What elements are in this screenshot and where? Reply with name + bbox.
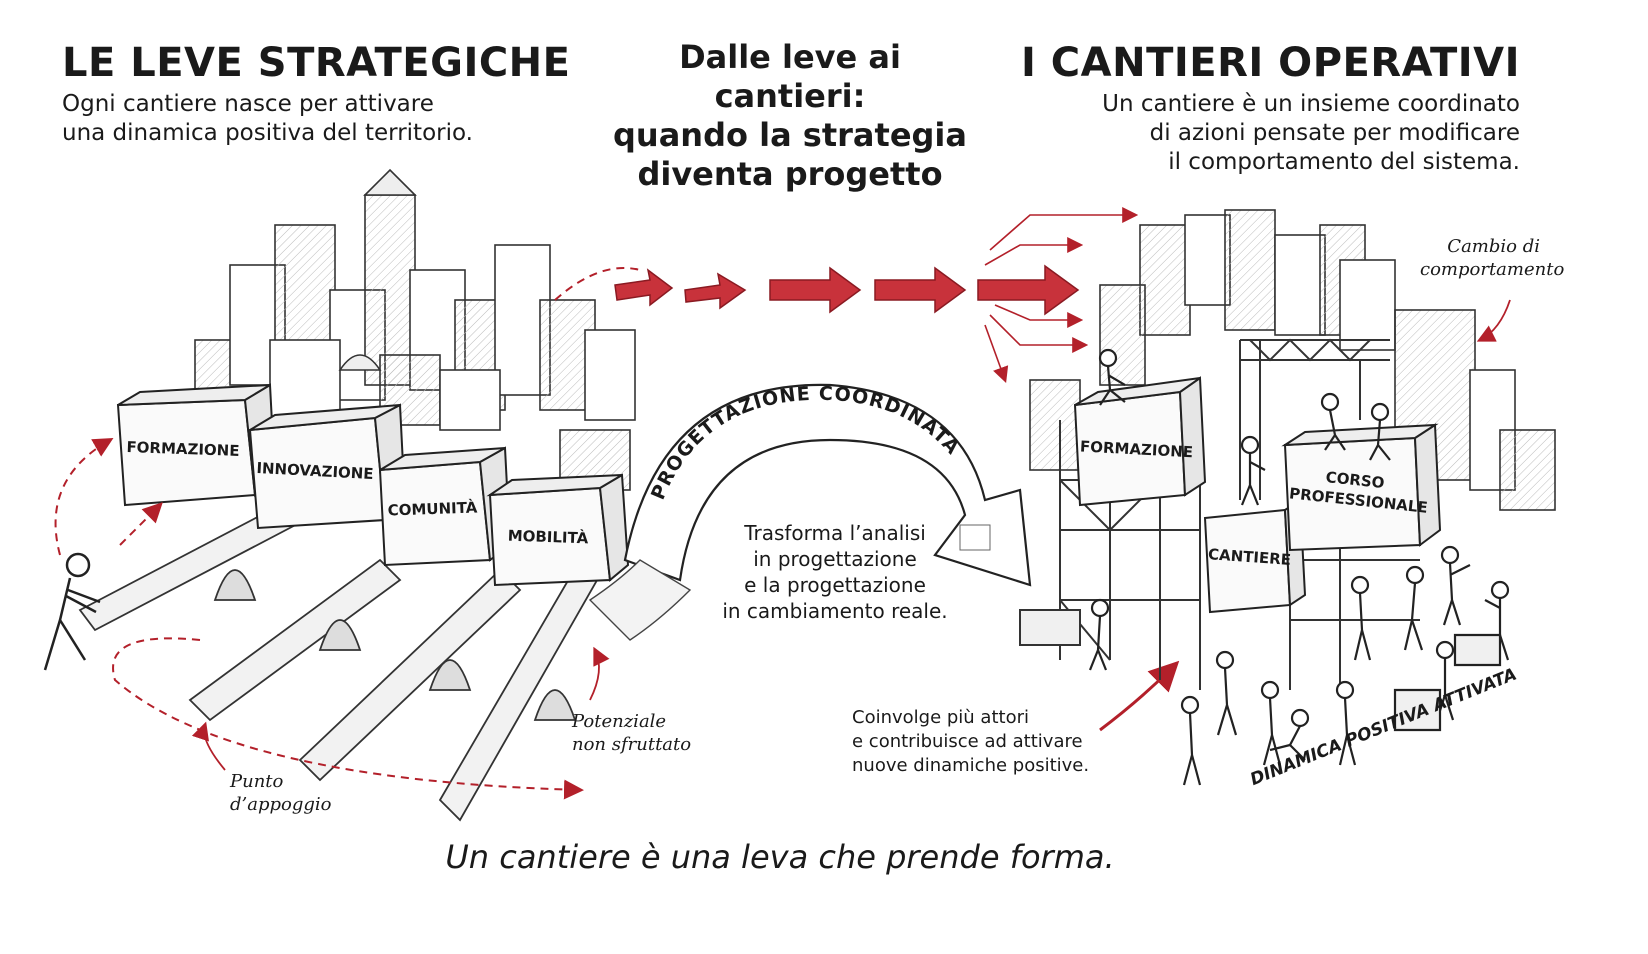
- flow-arrows: [614, 264, 1080, 316]
- right-subtitle-line: Un cantiere è un insieme coordinato: [1102, 91, 1520, 117]
- note-potential-line: non sfruttato: [572, 734, 692, 755]
- left-subtitle: Ogni cantiere nasce per attivare una din…: [62, 90, 532, 148]
- note-fulcrum-line: d’appoggio: [230, 794, 332, 815]
- note-actors-line: e contribuisce ad attivare: [852, 731, 1083, 752]
- note-behavior: Cambio di comportamento: [1420, 235, 1565, 281]
- note-pointers: [191, 299, 1511, 771]
- note-behavior-line: comportamento: [1420, 259, 1565, 280]
- center-title-line: diventa progetto: [637, 155, 943, 193]
- arc-label: PROGETTAZIONE COORDINATA: [647, 383, 964, 503]
- note-behavior-line: Cambio di: [1447, 236, 1540, 257]
- site-boxes: [1073, 376, 1442, 614]
- right-subtitle-line: di azioni pensate per modificare: [1149, 120, 1520, 146]
- center-title-line: Dalle leve ai cantieri:: [679, 38, 901, 115]
- center-title-line: quando la strategia: [613, 116, 967, 154]
- right-city-skyline: [1029, 209, 1556, 511]
- center-title: Dalle leve ai cantieri: quando la strate…: [600, 38, 980, 194]
- center-body-line: in cambiamento reale.: [722, 599, 948, 623]
- workers: [1088, 348, 1510, 786]
- note-fulcrum-line: Punto: [230, 771, 284, 792]
- note-potential: Potenziale non sfruttato: [572, 710, 691, 756]
- right-title: I CANTIERI OPERATIVI: [1020, 40, 1520, 86]
- lever-boxes: [116, 383, 630, 587]
- note-actors: Coinvolge più attori e contribuisce ad a…: [852, 706, 1089, 778]
- left-subtitle-line: Ogni cantiere nasce per attivare: [62, 91, 434, 117]
- fan-out-lines: [984, 207, 1139, 384]
- left-cycle-arrows: [54, 267, 641, 800]
- right-subtitle: Un cantiere è un insieme coordinato di a…: [1060, 90, 1520, 177]
- note-fulcrum: Punto d’appoggio: [230, 770, 332, 816]
- arc-label-text: PROGETTAZIONE COORDINATA: [647, 383, 963, 503]
- note-actors-line: Coinvolge più attori: [852, 707, 1029, 728]
- right-subtitle-line: il comportamento del sistema.: [1168, 149, 1520, 175]
- left-title: LE LEVE STRATEGICHE: [62, 40, 571, 86]
- coordination-arc-arrow: [588, 383, 1032, 641]
- lever-beams: [78, 498, 602, 822]
- center-body-line: e la progettazione: [744, 573, 926, 597]
- center-body-line: in progettazione: [753, 547, 917, 571]
- note-potential-line: Potenziale: [572, 711, 667, 732]
- center-body-line: Trasforma l’analisi: [744, 521, 926, 545]
- note-actors-line: nuove dinamiche positive.: [852, 755, 1090, 776]
- footer-tagline: Un cantiere è una leva che prende forma.: [445, 838, 1115, 876]
- person-pushing-lever: [43, 552, 101, 671]
- left-subtitle-line: una dinamica positiva del territorio.: [62, 120, 473, 146]
- center-body: Trasforma l’analisi in progettazione e l…: [690, 520, 980, 624]
